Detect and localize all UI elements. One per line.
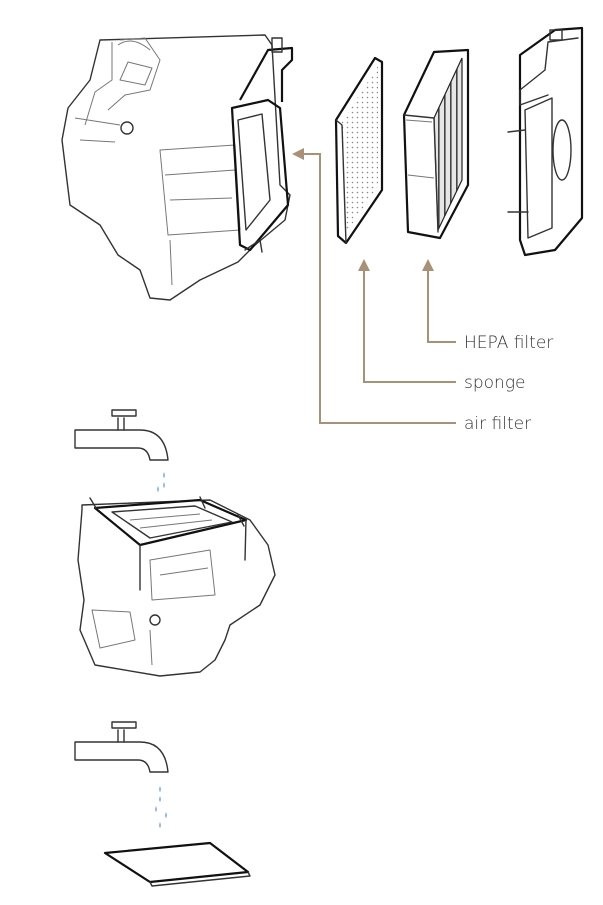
- dust-container-wash-illustration: [77, 496, 276, 677]
- water-tap-icon: [74, 409, 169, 461]
- water-tap-icon-2: [74, 721, 169, 773]
- sponge-illustration: [334, 56, 384, 245]
- dust-container-illustration: [61, 34, 294, 301]
- water-drops-icon-2: [155, 786, 167, 828]
- hepa-filter-label: HEPA filter: [464, 333, 553, 353]
- water-drops-icon: [157, 472, 165, 492]
- hepa-filter-illustration: [402, 48, 470, 240]
- sponge-pointer: [358, 259, 456, 383]
- air-filter-label: air filter: [464, 414, 531, 434]
- sponge-label: sponge: [464, 373, 525, 393]
- hepa-pointer: [422, 259, 456, 343]
- air-filter-pointer: [292, 148, 456, 424]
- air-filter-rinse-illustration: [103, 841, 251, 887]
- filter-cover-illustration: [507, 26, 584, 257]
